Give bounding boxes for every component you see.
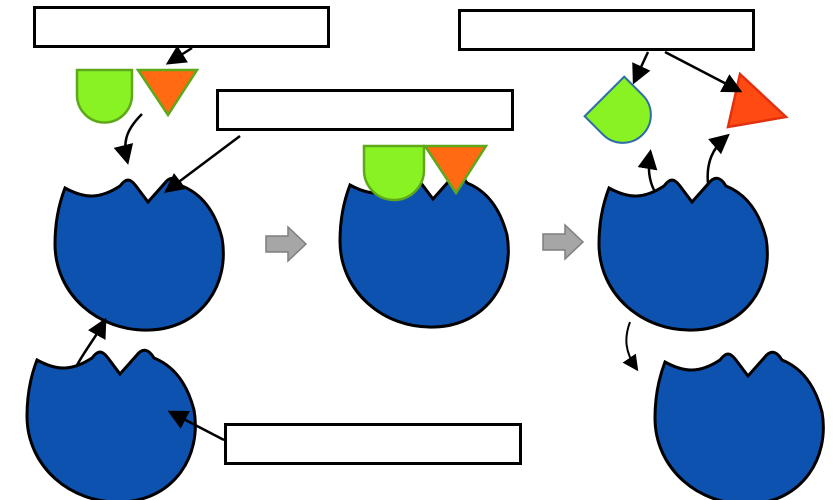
pointer-products-green bbox=[632, 51, 651, 85]
curved-arrow-release-orange-icon bbox=[706, 133, 730, 185]
enzyme-bottom-right bbox=[653, 350, 825, 500]
orange-product-icon bbox=[726, 71, 789, 129]
green-product-icon bbox=[583, 75, 652, 144]
label-box-active-site[interactable] bbox=[216, 89, 514, 131]
curved-arrow-down-icon bbox=[622, 321, 639, 372]
enzyme-complex-center bbox=[338, 173, 510, 329]
pointer-products-orange bbox=[664, 50, 743, 93]
enzyme-bottom-left bbox=[25, 348, 197, 500]
step-arrow-2-icon bbox=[542, 223, 585, 261]
pointer-substrate bbox=[165, 45, 193, 65]
enzyme-free-top-left bbox=[53, 176, 225, 332]
pointer-active-site bbox=[164, 135, 241, 193]
curved-arrow-release-green-icon bbox=[637, 149, 658, 191]
label-box-substrate[interactable] bbox=[33, 6, 330, 48]
step-arrow-1-icon bbox=[265, 225, 308, 263]
pointer-enzyme bbox=[167, 410, 225, 442]
orange-substrate-bound-icon bbox=[422, 144, 489, 196]
curved-arrow-recycle-icon bbox=[74, 317, 107, 368]
label-box-products[interactable] bbox=[458, 9, 755, 51]
green-substrate-icon bbox=[75, 68, 134, 124]
orange-substrate-icon bbox=[135, 68, 200, 118]
green-substrate-bound-icon bbox=[362, 144, 426, 202]
enzyme-released-right bbox=[597, 176, 769, 332]
curved-arrow-bind-icon bbox=[113, 113, 143, 165]
label-box-enzyme[interactable] bbox=[224, 423, 522, 465]
